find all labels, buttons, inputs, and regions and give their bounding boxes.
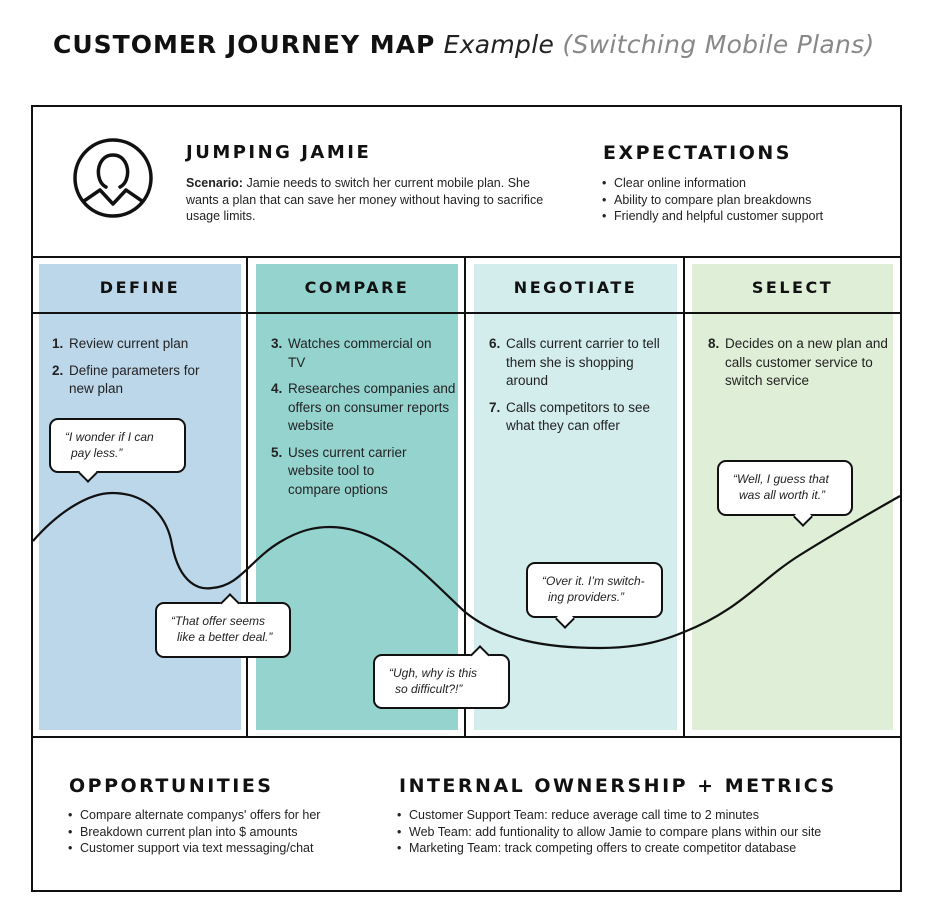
title-example: Example: [443, 30, 555, 59]
scenario-text: Jamie needs to switch her current mobile…: [186, 176, 544, 223]
divider-phase-header: [31, 312, 902, 314]
divider-col-3: [683, 256, 685, 738]
title-main: CUSTOMER JOURNEY MAP: [53, 30, 436, 59]
expectations-list: Clear online information Ability to comp…: [602, 175, 823, 225]
expectations-title: EXPECTATIONS: [603, 142, 792, 164]
expectation-item: Clear online information: [602, 175, 823, 192]
journey-map-frame: [31, 105, 902, 892]
persona-name: JUMPING JAMIE: [186, 142, 372, 163]
phase-label-define: DEFINE: [99, 278, 181, 297]
steps-define: 1.Review current plan 2.Define parameter…: [52, 335, 232, 407]
expectation-item: Ability to compare plan breakdowns: [602, 192, 823, 209]
persona-scenario: Scenario: Jamie needs to switch her curr…: [186, 175, 566, 225]
phase-label-select: SELECT: [751, 278, 834, 297]
quote-bubble-2: “That offer seems like a better deal.”: [155, 602, 291, 658]
page-title: CUSTOMER JOURNEY MAP Example (Switching …: [53, 30, 875, 59]
ownership-item: Web Team: add funtionality to allow Jami…: [397, 824, 821, 841]
step-item: 6.Calls current carrier to tell them she…: [489, 336, 660, 388]
title-subtitle: (Switching Mobile Plans): [562, 30, 875, 59]
phase-label-negotiate: NEGOTIATE: [513, 278, 638, 297]
user-avatar-icon: [73, 138, 153, 218]
divider-col-2: [464, 256, 466, 738]
opportunity-item: Breakdown current plan into $ amounts: [68, 824, 320, 841]
quote-bubble-3: “Ugh, why is this so difficult?!”: [373, 654, 510, 709]
step-item: 8.Decides on a new plan and calls custom…: [708, 336, 888, 388]
phase-label-compare: COMPARE: [304, 278, 410, 297]
opportunity-item: Customer support via text messaging/chat: [68, 840, 320, 857]
step-item: 2.Define parameters for new plan: [52, 362, 200, 397]
step-item: 4.Researches companies and offers on con…: [271, 381, 456, 433]
ownership-list: Customer Support Team: reduce average ca…: [397, 807, 821, 857]
ownership-item: Customer Support Team: reduce average ca…: [397, 807, 821, 824]
divider-col-1: [246, 256, 248, 738]
ownership-title: INTERNAL OWNERSHIP + METRICS: [399, 775, 837, 797]
step-item: 5.Uses current carrier website tool to c…: [271, 444, 407, 497]
divider-footer: [31, 736, 902, 738]
scenario-label: Scenario:: [186, 176, 243, 190]
quote-bubble-5: “Well, I guess that was all worth it.”: [717, 460, 853, 516]
opportunity-item: Compare alternate companys' offers for h…: [68, 807, 320, 824]
divider-header: [31, 256, 902, 258]
emotion-curve-line: [32, 491, 901, 650]
opportunities-title: OPPORTUNITIES: [69, 775, 274, 797]
phase-panel-negotiate: [474, 264, 677, 730]
ownership-item: Marketing Team: track competing offers t…: [397, 840, 821, 857]
expectation-item: Friendly and helpful customer support: [602, 208, 823, 225]
steps-select: 8.Decides on a new plan and calls custom…: [708, 335, 888, 399]
steps-negotiate: 6.Calls current carrier to tell them she…: [489, 335, 669, 444]
quote-bubble-1: “I wonder if I can pay less.”: [49, 418, 186, 473]
opportunities-list: Compare alternate companys' offers for h…: [68, 807, 320, 857]
step-item: 3.Watches commercial on TV: [271, 336, 432, 370]
step-item: 1.Review current plan: [52, 336, 189, 351]
step-item: 7.Calls competitors to see what they can…: [489, 399, 651, 434]
steps-compare: 3.Watches commercial on TV 4.Researches …: [271, 335, 455, 507]
quote-bubble-4: “Over it. I’m switch- ing providers.”: [526, 562, 663, 618]
